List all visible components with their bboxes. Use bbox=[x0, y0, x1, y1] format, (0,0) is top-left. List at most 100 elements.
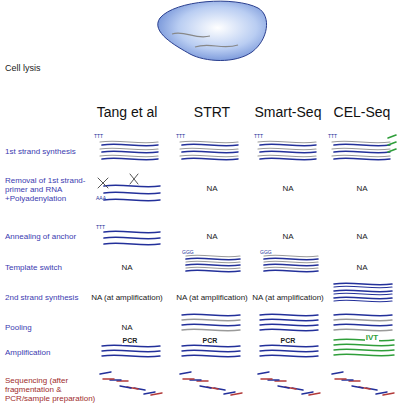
strand bbox=[180, 155, 238, 157]
row-label: Pooling bbox=[5, 323, 32, 332]
fragment bbox=[258, 372, 269, 374]
cell-note: NA bbox=[282, 184, 293, 193]
column-header: Smart-Seq bbox=[255, 104, 322, 120]
strand bbox=[258, 141, 316, 143]
strand bbox=[182, 158, 238, 160]
strand bbox=[260, 158, 316, 160]
fragment bbox=[261, 378, 272, 380]
strand bbox=[334, 349, 394, 351]
fragment bbox=[200, 386, 211, 388]
strand bbox=[186, 264, 240, 266]
strand bbox=[102, 350, 160, 352]
strand bbox=[332, 155, 390, 157]
fragment bbox=[309, 393, 320, 395]
row-label: Sequencing (after fragmentation & PCR/sa… bbox=[5, 376, 97, 404]
fragment bbox=[335, 378, 346, 380]
strand bbox=[388, 135, 396, 138]
strand bbox=[334, 293, 392, 295]
strand-drawings bbox=[98, 135, 396, 395]
fragment bbox=[332, 372, 343, 374]
cell bbox=[158, 1, 267, 60]
strand bbox=[334, 158, 390, 160]
row-label: 2nd strand synthesis bbox=[5, 293, 78, 302]
fragment bbox=[180, 372, 191, 374]
cell-note: NA bbox=[356, 184, 367, 193]
strand bbox=[334, 300, 392, 302]
cell-rna bbox=[195, 45, 238, 47]
row-label: Amplification bbox=[5, 348, 50, 357]
strand bbox=[182, 329, 240, 331]
column-header: STRT bbox=[194, 104, 230, 120]
strand bbox=[102, 151, 158, 153]
strand bbox=[186, 255, 240, 257]
strand bbox=[186, 261, 240, 263]
sequence-tag: TTT bbox=[328, 134, 337, 140]
strand bbox=[100, 148, 158, 150]
strand bbox=[334, 144, 390, 146]
cell-note: NA bbox=[206, 184, 217, 193]
column-header: CEL-Seq bbox=[334, 104, 391, 120]
strand bbox=[100, 155, 158, 157]
cell-rna bbox=[172, 33, 210, 37]
strand bbox=[102, 144, 158, 146]
strand bbox=[264, 264, 318, 266]
cell-note: PCR bbox=[202, 337, 219, 345]
strand bbox=[334, 354, 394, 356]
strand bbox=[264, 255, 318, 257]
strand bbox=[102, 158, 158, 160]
strand bbox=[334, 324, 392, 326]
strand bbox=[334, 151, 390, 153]
strand bbox=[182, 345, 240, 347]
strand bbox=[186, 270, 240, 272]
cell-note: NA (at amplification) bbox=[252, 293, 324, 302]
strand bbox=[260, 329, 318, 331]
strand bbox=[260, 355, 318, 357]
strand bbox=[334, 344, 394, 346]
strand bbox=[334, 319, 392, 321]
strand bbox=[182, 151, 238, 153]
strand bbox=[182, 319, 240, 321]
fragment bbox=[100, 372, 111, 374]
strand bbox=[258, 148, 316, 150]
cell-note: NA bbox=[206, 232, 217, 241]
fragment bbox=[231, 393, 242, 395]
strand bbox=[260, 324, 318, 326]
strand bbox=[264, 261, 318, 263]
cross-mark bbox=[130, 174, 138, 184]
strand bbox=[260, 151, 316, 153]
strand bbox=[332, 148, 390, 150]
strand bbox=[104, 192, 160, 194]
strand bbox=[334, 329, 392, 331]
cell-note: IVT bbox=[365, 333, 379, 342]
cell-note: NA bbox=[356, 263, 367, 272]
cell-note: PCR bbox=[122, 337, 139, 345]
fragment bbox=[103, 378, 114, 380]
strand bbox=[180, 148, 238, 150]
strand bbox=[182, 350, 240, 352]
strand bbox=[388, 142, 396, 145]
sequence-tag: TTT bbox=[96, 225, 105, 231]
fragment bbox=[120, 386, 131, 388]
strand bbox=[388, 149, 396, 152]
cross-mark bbox=[98, 178, 108, 188]
cell-note: NA bbox=[282, 232, 293, 241]
strand bbox=[186, 267, 240, 269]
fragment bbox=[278, 386, 289, 388]
step-label: Cell lysis bbox=[5, 63, 41, 73]
cell-note: NA bbox=[121, 323, 132, 332]
fragment bbox=[151, 393, 162, 395]
sequence-tag: TTT bbox=[176, 134, 185, 140]
sequence-tag: GGG bbox=[260, 250, 272, 256]
fragment bbox=[376, 392, 387, 394]
strand bbox=[332, 141, 390, 143]
strand bbox=[334, 283, 392, 285]
row-label: Removal of 1st strand-primer and RNA +Po… bbox=[5, 176, 93, 204]
strand bbox=[104, 185, 160, 187]
strand bbox=[260, 345, 318, 347]
strand bbox=[182, 144, 238, 146]
strand bbox=[180, 141, 238, 143]
cell-note: NA (at amplification) bbox=[176, 293, 248, 302]
sequence-tag: TTT bbox=[94, 134, 103, 140]
